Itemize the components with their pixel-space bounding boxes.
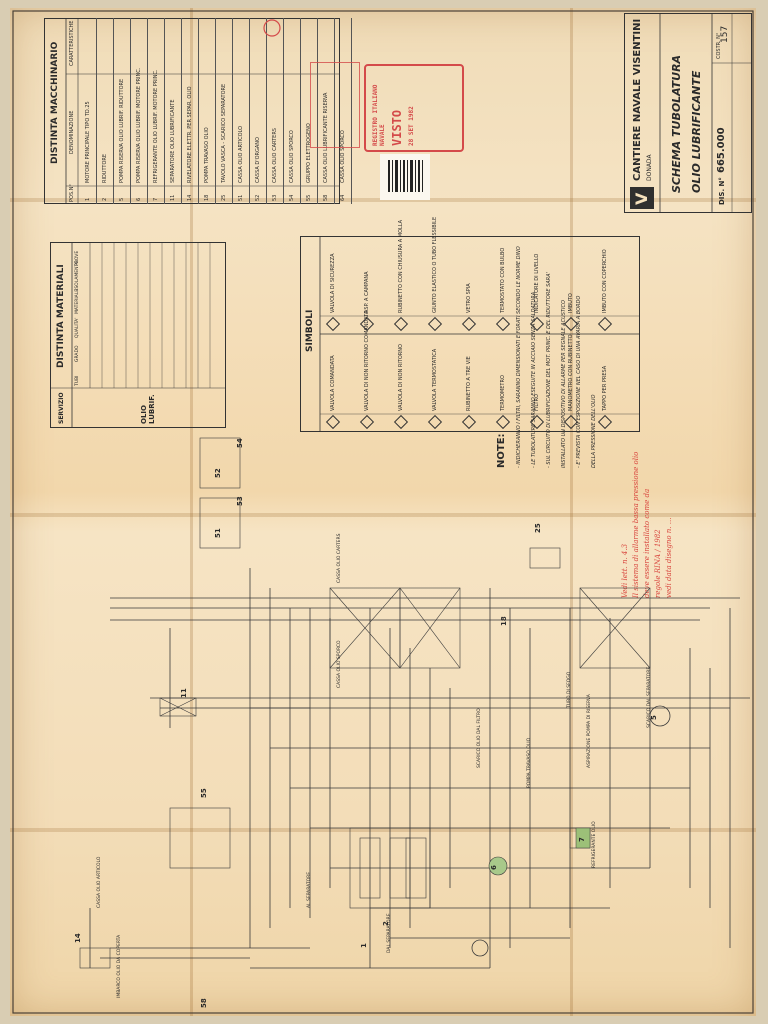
diagram-label: SCARICO DAL SEPARATORE — [646, 667, 652, 728]
fold-line — [10, 198, 756, 202]
diagram-label: CASSA OLIO CARTERS — [336, 533, 342, 583]
seal-circle-icon — [263, 19, 281, 37]
diagram-label: CASSA OLIO ARTICOLO — [96, 856, 102, 908]
materials-list-grid — [50, 242, 226, 428]
component-number: 5 — [650, 715, 658, 720]
component-number: 53 — [236, 496, 244, 506]
diagram-label: POMPA TRAVASO OLIO — [526, 737, 532, 788]
piping-schematic: CASSA OLIO CARTERS TUBO DI SFOGO CASSA OLI… — [74, 437, 750, 1008]
fold-line — [190, 8, 193, 1016]
diagram-label: ASPIRAZIONE POMPA DI RISERVA — [586, 693, 592, 768]
diagram-label: CASSA OLIO SPORCO — [336, 640, 342, 688]
diagram-label: SCARICO OLIO DAL FILTRO — [476, 708, 482, 768]
component-number: 14 — [74, 933, 82, 943]
diagram-label: IMBARCO OLIO DA COPERTA — [116, 934, 122, 998]
component-number: 51 — [214, 528, 222, 538]
drawing-frame — [12, 10, 754, 1014]
diagram-label: REFRIGERANTE OLIO — [591, 821, 597, 868]
machinery-list-grid — [44, 18, 340, 204]
component-number: 11 — [180, 688, 188, 698]
diagram-label: AL SEPARATORE — [306, 872, 312, 908]
component-number: 6 — [490, 865, 498, 870]
barcode-label — [380, 154, 430, 200]
symbols-legend-grid — [300, 236, 640, 432]
diagram-labels: CASSA OLIO CARTERS TUBO DI SFOGO CASSA OLI… — [96, 533, 652, 998]
component-number: 2 — [382, 921, 390, 926]
machinery-list: DISTINTA MACCHINARIO POS.N° DENOMINAZION… — [44, 18, 352, 204]
tanks — [79, 437, 651, 969]
fold-line — [10, 513, 756, 517]
component-number: 55 — [200, 788, 208, 798]
materials-list: DISTINTA MATERIALI SERVIZIO OLIO LUBRIF.… — [50, 242, 226, 428]
diagram-numbers: 51 52 53 54 55 58 25 18 6 2 1 5 7 11 14 — [74, 438, 658, 1008]
component-number: 54 — [236, 438, 244, 448]
title-block-frame — [624, 13, 752, 213]
highlight-components — [471, 705, 671, 957]
component-number: 18 — [500, 616, 508, 626]
secondary-stamp — [310, 62, 360, 148]
component-number: 7 — [578, 837, 586, 842]
fold-line — [570, 8, 573, 1016]
title-block: V CANTIERE NAVALE VISENTINI DONADA SCHEM… — [624, 13, 752, 213]
component-number: 52 — [214, 468, 222, 478]
component-number: 25 — [534, 523, 542, 533]
pipe-lines — [89, 568, 750, 969]
diagram-label: TUBO DI SFOGO — [566, 671, 572, 709]
component-number: 1 — [360, 943, 368, 948]
drawing-sheet: V CANTIERE NAVALE VISENTINI DONADA SCHEM… — [10, 8, 756, 1016]
registro-stamp: REGISTRO ITALIANO NAVALE VISTO 28 SET 19… — [364, 64, 464, 152]
component-number: 58 — [200, 998, 208, 1008]
diagram-label: DAL SEPARATORE — [386, 913, 392, 953]
barcode-icon — [388, 160, 423, 192]
fold-line — [10, 828, 756, 832]
